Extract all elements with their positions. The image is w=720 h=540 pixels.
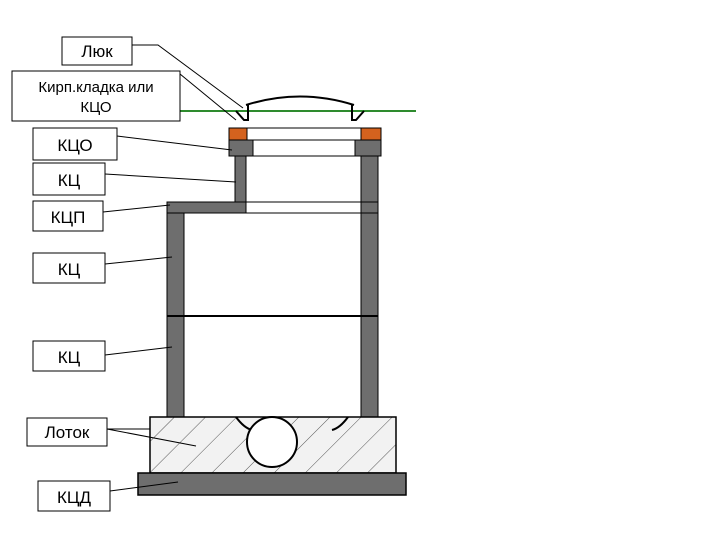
label-tray: Лоток bbox=[26, 417, 108, 447]
kcp-slab-right bbox=[360, 201, 379, 214]
hatch-left-rim bbox=[235, 105, 249, 121]
kcd-base bbox=[137, 472, 407, 496]
label-kcp: КЦП bbox=[32, 200, 104, 232]
masonry-gap bbox=[246, 127, 362, 141]
kco-right bbox=[354, 139, 382, 157]
masonry-left bbox=[228, 127, 248, 141]
kc-top-right-wall bbox=[360, 155, 379, 203]
kco-left bbox=[228, 139, 254, 157]
kc-top-left-wall bbox=[234, 155, 247, 203]
label-kco-text: КЦО bbox=[57, 136, 92, 155]
kcp-slab-gap bbox=[245, 201, 362, 214]
label-masonry-line1: Кирп.кладка или bbox=[38, 79, 153, 96]
label-hatch: Люк bbox=[61, 36, 133, 66]
label-kc-top: КЦ bbox=[32, 162, 106, 196]
kco-opening bbox=[252, 139, 356, 157]
label-kc-middle-text: КЦ bbox=[58, 260, 81, 279]
label-masonry-line2: КЦО bbox=[80, 99, 111, 116]
masonry-right bbox=[360, 127, 382, 141]
kcp-slab-left bbox=[166, 201, 247, 214]
label-kcp-text: КЦП bbox=[51, 208, 86, 227]
hatch-right-rim bbox=[351, 105, 365, 121]
label-kco: КЦО bbox=[32, 127, 118, 161]
label-kcd: КЦД bbox=[37, 480, 111, 512]
pipe-circle bbox=[246, 416, 298, 468]
label-kc-lower: КЦ bbox=[32, 340, 106, 372]
label-hatch-text: Люк bbox=[81, 42, 113, 61]
hatch-lid bbox=[245, 95, 355, 106]
label-kc-middle: КЦ bbox=[32, 252, 106, 284]
label-masonry: Кирп.кладка или КЦО bbox=[11, 70, 181, 122]
label-tray-text: Лоток bbox=[45, 423, 90, 442]
leader-lines bbox=[102, 44, 244, 492]
label-kc-lower-text: КЦ bbox=[58, 348, 81, 367]
label-kc-top-text: КЦ bbox=[58, 171, 81, 190]
label-kcd-text: КЦД bbox=[57, 488, 91, 507]
